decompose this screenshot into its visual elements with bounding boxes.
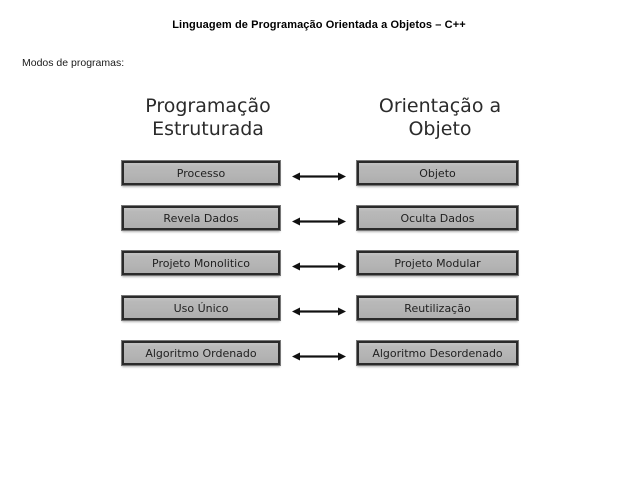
node-label: Projeto Modular [394,256,481,270]
node-box-left[interactable]: Revela Dados [121,205,281,231]
comparison-rows: Processo Objeto Revela Dados [0,160,638,385]
double-headed-arrow-icon [292,172,346,181]
double-headed-arrow-icon [292,307,346,316]
node-box-left[interactable]: Algoritmo Ordenado [121,340,281,366]
page-title: Linguagem de Programação Orientada a Obj… [172,19,466,31]
comparison-row: Uso Único Reutilização [0,295,638,340]
column-heading-structured-programming: Programação Estruturada [145,95,271,140]
comparison-row: Projeto Monolitico Projeto Modular [0,250,638,295]
comparison-row: Algoritmo Ordenado Algoritmo Desordenado [0,340,638,385]
node-box-left[interactable]: Processo [121,160,281,186]
node-box-right[interactable]: Objeto [356,160,519,186]
comparison-diagram: Programação Estruturada Orientação a Obj… [0,90,638,380]
node-label: Algoritmo Ordenado [145,346,257,360]
node-label: Processo [176,166,226,180]
comparison-row: Processo Objeto [0,160,638,205]
double-headed-arrow-icon [292,352,346,361]
node-label: Reutilização [404,301,471,315]
comparison-row: Revela Dados Oculta Dados [0,205,638,250]
node-label: Oculta Dados [400,211,475,225]
column-heading-object-orientation: Orientação a Objeto [378,95,502,140]
node-box-left[interactable]: Uso Único [121,295,281,321]
node-label: Uso Único [173,301,229,315]
node-box-left[interactable]: Projeto Monolitico [121,250,281,276]
node-label: Objeto [419,166,456,180]
node-box-right[interactable]: Projeto Modular [356,250,519,276]
node-label: Revela Dados [163,211,239,225]
node-label: Algoritmo Desordenado [372,346,503,360]
section-subtitle: Modos de programas: [22,57,125,69]
node-label: Projeto Monolitico [152,256,250,270]
node-box-right[interactable]: Algoritmo Desordenado [356,340,519,366]
double-headed-arrow-icon [292,217,346,226]
node-box-right[interactable]: Oculta Dados [356,205,519,231]
node-box-right[interactable]: Reutilização [356,295,519,321]
double-headed-arrow-icon [292,262,346,271]
